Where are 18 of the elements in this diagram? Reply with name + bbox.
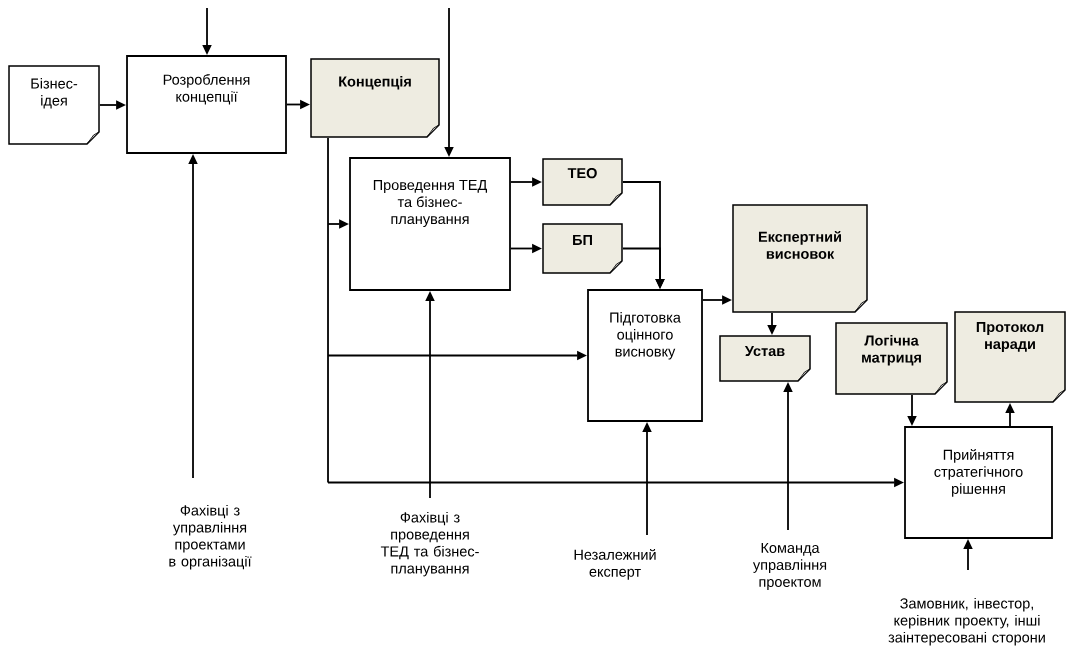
process-box: Розроблення концепції <box>126 55 287 154</box>
actor-label: Незалежний експерт <box>574 548 656 580</box>
process-box: Підготовка оцінного висновку <box>587 289 703 422</box>
actor-label: Фахівці з управління проектами в організації <box>169 504 252 570</box>
process-box: Проведення ТЕД та бізнес-планування <box>349 157 511 291</box>
document-box: ТЕО <box>542 158 623 206</box>
document-box: Концепція <box>310 58 440 138</box>
process-box: Прийняття стратегічного рішення <box>904 426 1053 539</box>
actor-label: Команда управління проектом <box>752 542 827 590</box>
actor-label: Фахівці з проведення ТЕД та бізнес-планування <box>380 511 479 577</box>
connector-line <box>327 137 329 484</box>
actor-label: Замовник, інвестор, керівник проекту, інші заінтересовані сторони <box>888 597 1045 646</box>
document-box: БП <box>542 223 623 274</box>
document-box: Експертний висновок <box>732 204 868 313</box>
document-box: Протокол наради <box>954 311 1066 403</box>
document-box: Бізнес-ідея <box>8 65 100 145</box>
document-box: Логічна матриця <box>835 322 948 395</box>
document-box: Устав <box>719 335 811 382</box>
